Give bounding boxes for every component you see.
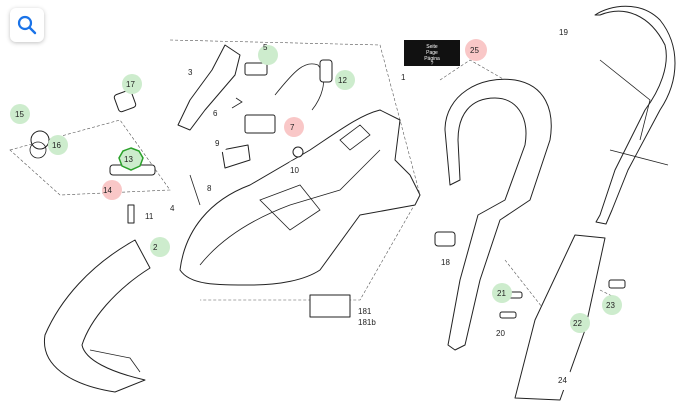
callout-17[interactable]: 17: [122, 74, 142, 94]
front-handle: [43, 239, 151, 393]
callout-181[interactable]: 181: [358, 307, 372, 316]
label-8: 8: [207, 184, 212, 193]
label-181: 181: [358, 307, 372, 316]
callout-21[interactable]: 21: [492, 283, 512, 303]
label-3: 3: [188, 68, 193, 77]
label-2: 2: [153, 243, 158, 252]
ref-line3: Página: [424, 56, 440, 62]
callout-11[interactable]: 11: [140, 206, 160, 226]
handlebar-tube: [594, 5, 676, 225]
label-24: 24: [558, 376, 567, 385]
wrap-handle: [444, 78, 552, 351]
callout-22[interactable]: 22: [570, 313, 590, 333]
ref-line4: ?: [431, 61, 434, 67]
label-18: 18: [441, 258, 450, 267]
callout-25[interactable]: 25: [465, 39, 487, 61]
label-16: 16: [52, 141, 61, 150]
small-parts: [29, 59, 626, 319]
label-1: 1: [401, 73, 406, 82]
label-9: 9: [215, 139, 220, 148]
label-181b: 181b: [358, 318, 376, 327]
callout-6[interactable]: 6: [212, 103, 232, 123]
callouts: 1 2 3 4 5 6 7 8 9 10 11 12 13 14 15 16 1…: [10, 22, 622, 390]
label-17: 17: [126, 80, 135, 89]
label-23: 23: [606, 301, 615, 310]
ref-line1: Seite: [426, 44, 438, 50]
search-button[interactable]: [10, 8, 44, 42]
label-20: 20: [496, 329, 505, 338]
magnifier-icon: [17, 15, 37, 35]
label-13: 13: [124, 155, 133, 164]
callout-181b[interactable]: 181b: [358, 318, 376, 327]
callout-18[interactable]: 18: [436, 252, 456, 272]
label-22: 22: [573, 319, 582, 328]
callout-19[interactable]: 19: [555, 22, 575, 42]
label-4: 4: [170, 204, 175, 213]
callout-23[interactable]: 23: [602, 295, 622, 315]
callout-2[interactable]: 2: [150, 237, 170, 257]
label-14: 14: [103, 186, 112, 195]
label-21: 21: [497, 289, 506, 298]
page-reference-box: Seite Page Página ?: [404, 40, 460, 67]
callout-13[interactable]: 13: [118, 147, 144, 171]
throttle-trigger: [177, 44, 241, 131]
callout-7[interactable]: 7: [284, 117, 304, 137]
cover-plate: [514, 234, 606, 401]
callout-9[interactable]: 9: [208, 133, 228, 153]
handle-housing: [179, 109, 421, 286]
callout-20[interactable]: 20: [492, 323, 512, 343]
callout-14[interactable]: 14: [102, 180, 122, 200]
callout-12[interactable]: 12: [335, 70, 355, 90]
label-15: 15: [15, 110, 24, 119]
callout-24[interactable]: 24: [554, 370, 574, 390]
callout-16[interactable]: 16: [48, 135, 68, 155]
callout-8[interactable]: 8: [200, 178, 220, 198]
label-6: 6: [213, 109, 218, 118]
label-25: 25: [470, 46, 479, 55]
label-12: 12: [338, 76, 347, 85]
callout-1[interactable]: 1: [395, 67, 415, 87]
label-5: 5: [263, 43, 268, 52]
callout-5[interactable]: 5: [258, 43, 278, 65]
callout-3[interactable]: 3: [185, 62, 205, 82]
callout-15[interactable]: 15: [10, 104, 30, 124]
callout-10[interactable]: 10: [286, 160, 306, 180]
ref-line2: Page: [426, 50, 438, 56]
label-11: 11: [145, 212, 154, 221]
label-19: 19: [559, 28, 568, 37]
label-10: 10: [290, 166, 299, 175]
label-7: 7: [290, 123, 295, 132]
callout-4[interactable]: 4: [168, 198, 188, 218]
